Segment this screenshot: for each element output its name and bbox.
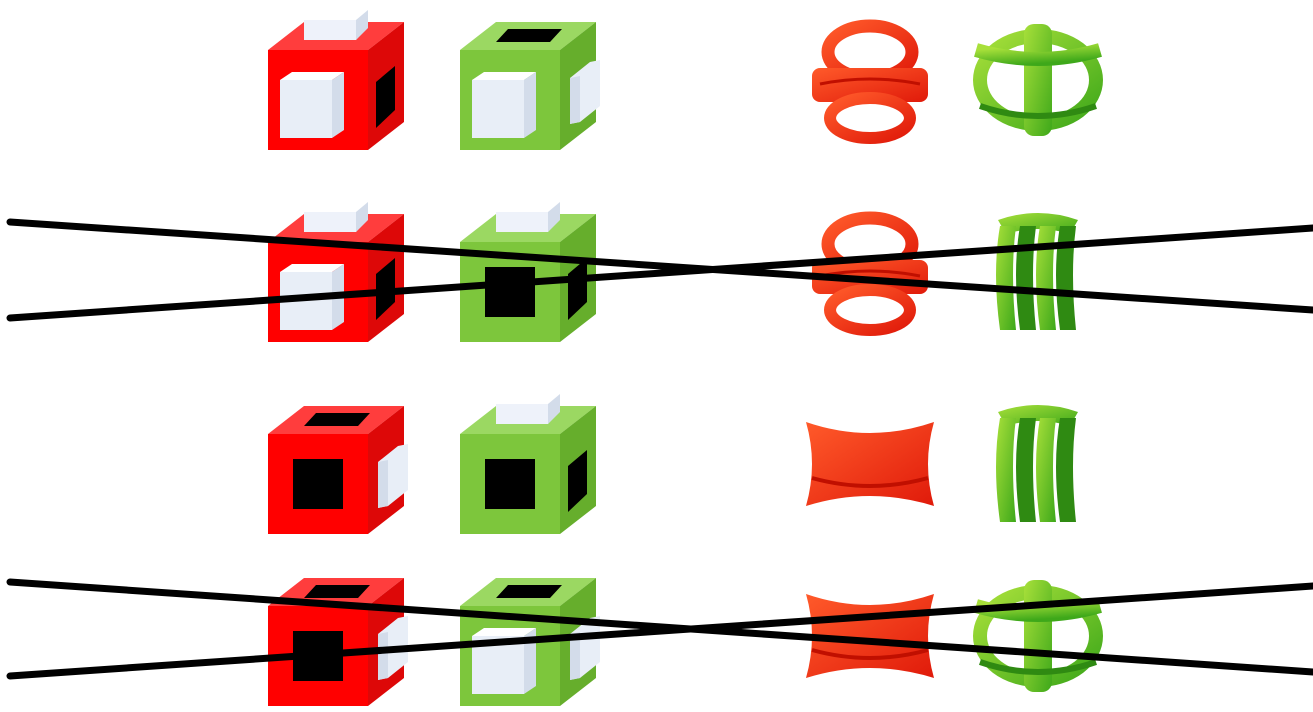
pillar xyxy=(1036,226,1056,330)
top-inset-side xyxy=(356,202,368,232)
front-inset-top xyxy=(472,628,536,636)
cross-line-r4-1 xyxy=(6,578,1313,676)
top-hole xyxy=(304,585,370,598)
front-hole xyxy=(293,459,343,509)
front-inset-top xyxy=(280,264,344,272)
front-hole xyxy=(485,459,535,509)
object-green-twisted-cage-r4 xyxy=(973,580,1103,692)
cube-green-r3 xyxy=(460,394,596,534)
vertical-bar xyxy=(1024,24,1052,136)
side-inset-edge xyxy=(378,460,388,508)
shading-line xyxy=(819,77,921,86)
front-inset-side xyxy=(524,628,536,694)
pillar xyxy=(1056,226,1076,330)
top-inset-front xyxy=(304,20,356,40)
object-green-twisted-cage-r1 xyxy=(973,24,1103,136)
block-groove xyxy=(811,476,929,488)
object-red-ring-cage-r1 xyxy=(812,19,928,144)
block-body xyxy=(806,422,934,506)
vertical-bar xyxy=(1024,580,1052,692)
pillar xyxy=(996,226,1016,330)
cap-top xyxy=(998,405,1078,426)
side-inset-edge xyxy=(570,632,580,680)
cube-green-r1 xyxy=(460,22,600,150)
cross-line-r2-1 xyxy=(6,218,1313,314)
front-inset-block xyxy=(280,80,332,138)
side-hole xyxy=(376,66,395,128)
top-inset-side xyxy=(548,394,560,424)
object-green-pillar-cage-r2 xyxy=(996,213,1078,330)
lower-arc xyxy=(979,103,1097,119)
side-inset-edge xyxy=(378,632,388,680)
front-inset-side xyxy=(524,72,536,138)
object-red-bowtie-block-r3 xyxy=(806,422,934,506)
cross-line-r4-2 xyxy=(6,582,1313,680)
top-hole xyxy=(304,413,370,426)
top-inset-front xyxy=(496,212,548,232)
side-inset-edge xyxy=(570,76,580,124)
cap-top xyxy=(998,213,1078,234)
pillar xyxy=(1036,418,1056,522)
ring-lower xyxy=(824,284,916,336)
cube-red-r2 xyxy=(268,202,404,342)
top-inset-side xyxy=(548,202,560,232)
cube-green-r2 xyxy=(460,202,596,342)
front-inset-top xyxy=(472,72,536,80)
upper-arc xyxy=(974,43,1102,66)
block-groove xyxy=(811,648,929,660)
front-inset-side xyxy=(332,72,344,138)
top-inset-front xyxy=(304,212,356,232)
cross-line-r2-2 xyxy=(6,224,1313,322)
lower-arc xyxy=(979,659,1097,675)
front-inset-top xyxy=(280,72,344,80)
top-hole xyxy=(496,29,562,42)
top-inset-front xyxy=(496,404,548,424)
front-hole xyxy=(485,267,535,317)
side-hole xyxy=(568,258,587,320)
top-hole xyxy=(496,585,562,598)
pillar xyxy=(1056,418,1076,522)
pillar xyxy=(1016,226,1036,330)
side-hole xyxy=(568,450,587,512)
cube-red-r3 xyxy=(268,406,408,534)
pillar xyxy=(996,418,1016,522)
top-inset-side xyxy=(356,10,368,40)
band-middle xyxy=(812,68,928,102)
cube-red-r4 xyxy=(268,578,408,706)
front-inset-block xyxy=(472,80,524,138)
pillar xyxy=(1016,418,1036,522)
cube-green-r4 xyxy=(460,578,600,706)
ring-lower xyxy=(824,92,916,144)
cube-red-r1 xyxy=(268,10,404,150)
object-green-pillar-cage-r3 xyxy=(996,405,1078,522)
